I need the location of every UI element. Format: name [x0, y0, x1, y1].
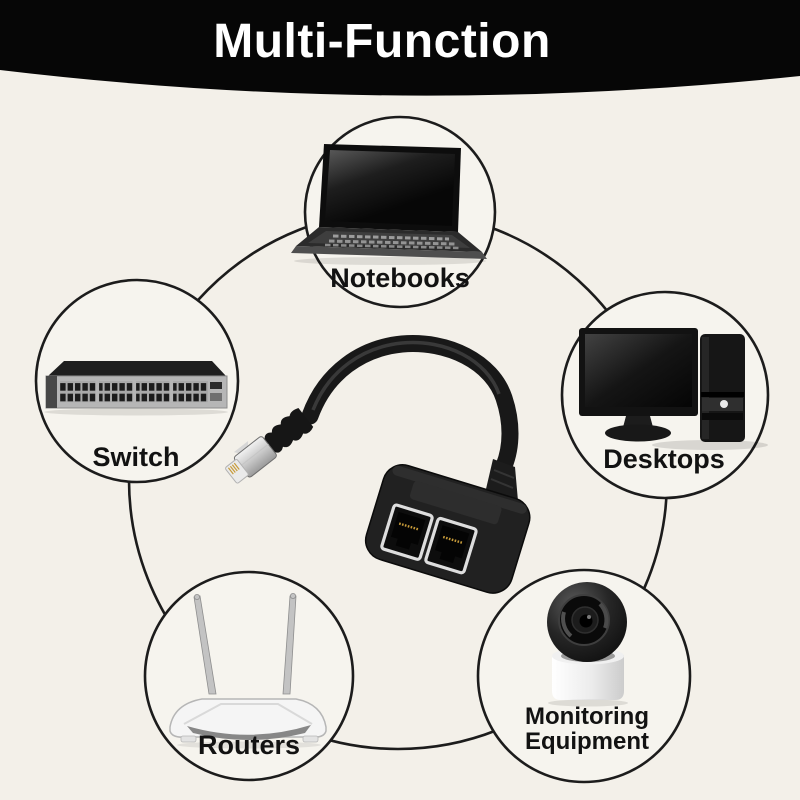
- network-switch-icon: [44, 361, 228, 416]
- label-notebooks: Notebooks: [330, 263, 470, 293]
- label-monitoring-line1: Monitoring: [525, 703, 649, 730]
- security-camera-icon: [547, 582, 628, 707]
- label-monitoring-line2: Equipment: [525, 728, 649, 755]
- desktop-computer-icon: [579, 328, 768, 450]
- splitter-body: [364, 464, 531, 594]
- label-switch: Switch: [92, 442, 180, 472]
- rj45-port-icon: [424, 516, 478, 575]
- label-desktops: Desktops: [603, 444, 725, 474]
- ethernet-cable: [301, 335, 519, 475]
- label-monitoring: Monitoring Equipment: [525, 704, 649, 754]
- laptop-icon: [291, 144, 487, 265]
- wifi-router-icon: [169, 593, 327, 749]
- rj45-port-icon: [380, 503, 434, 561]
- banner: [0, 0, 800, 96]
- rj45-plug-icon: [225, 407, 314, 484]
- label-routers: Routers: [197, 730, 301, 760]
- rj45-splitter-cable: [225, 335, 531, 594]
- banner-title: Multi-Function: [213, 15, 551, 68]
